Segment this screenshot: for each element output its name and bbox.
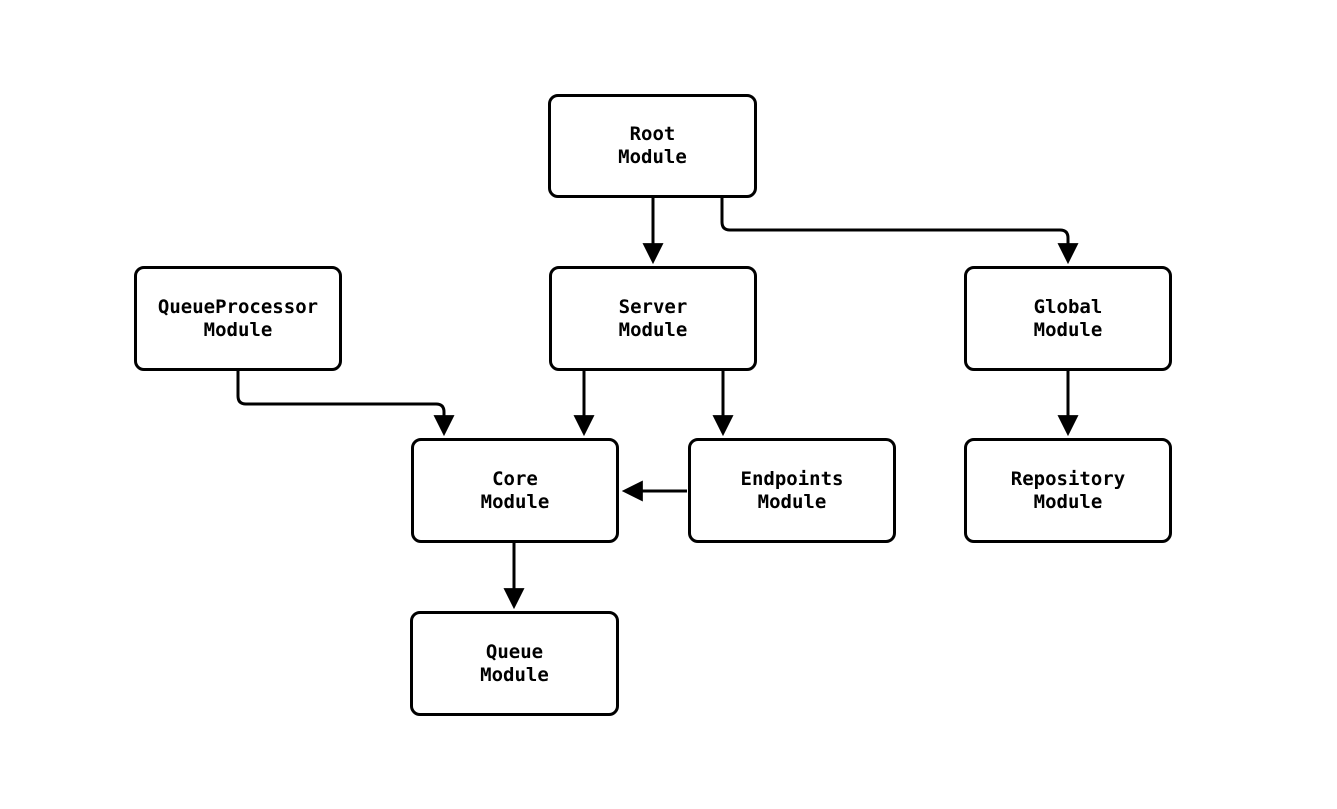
node-core-module: Core Module (411, 438, 619, 543)
edge-queueprocessor-core (236, 370, 455, 437)
edge-root-global (720, 197, 1079, 265)
node-repository-module: Repository Module (964, 438, 1172, 543)
node-server-module: Server Module (549, 266, 757, 371)
node-endpoints-module: Endpoints Module (688, 438, 896, 543)
node-queueprocessor-module: QueueProcessor Module (134, 266, 342, 371)
node-root-module: Root Module (548, 94, 757, 198)
node-global-module: Global Module (964, 266, 1172, 371)
node-queue-module: Queue Module (410, 611, 619, 716)
